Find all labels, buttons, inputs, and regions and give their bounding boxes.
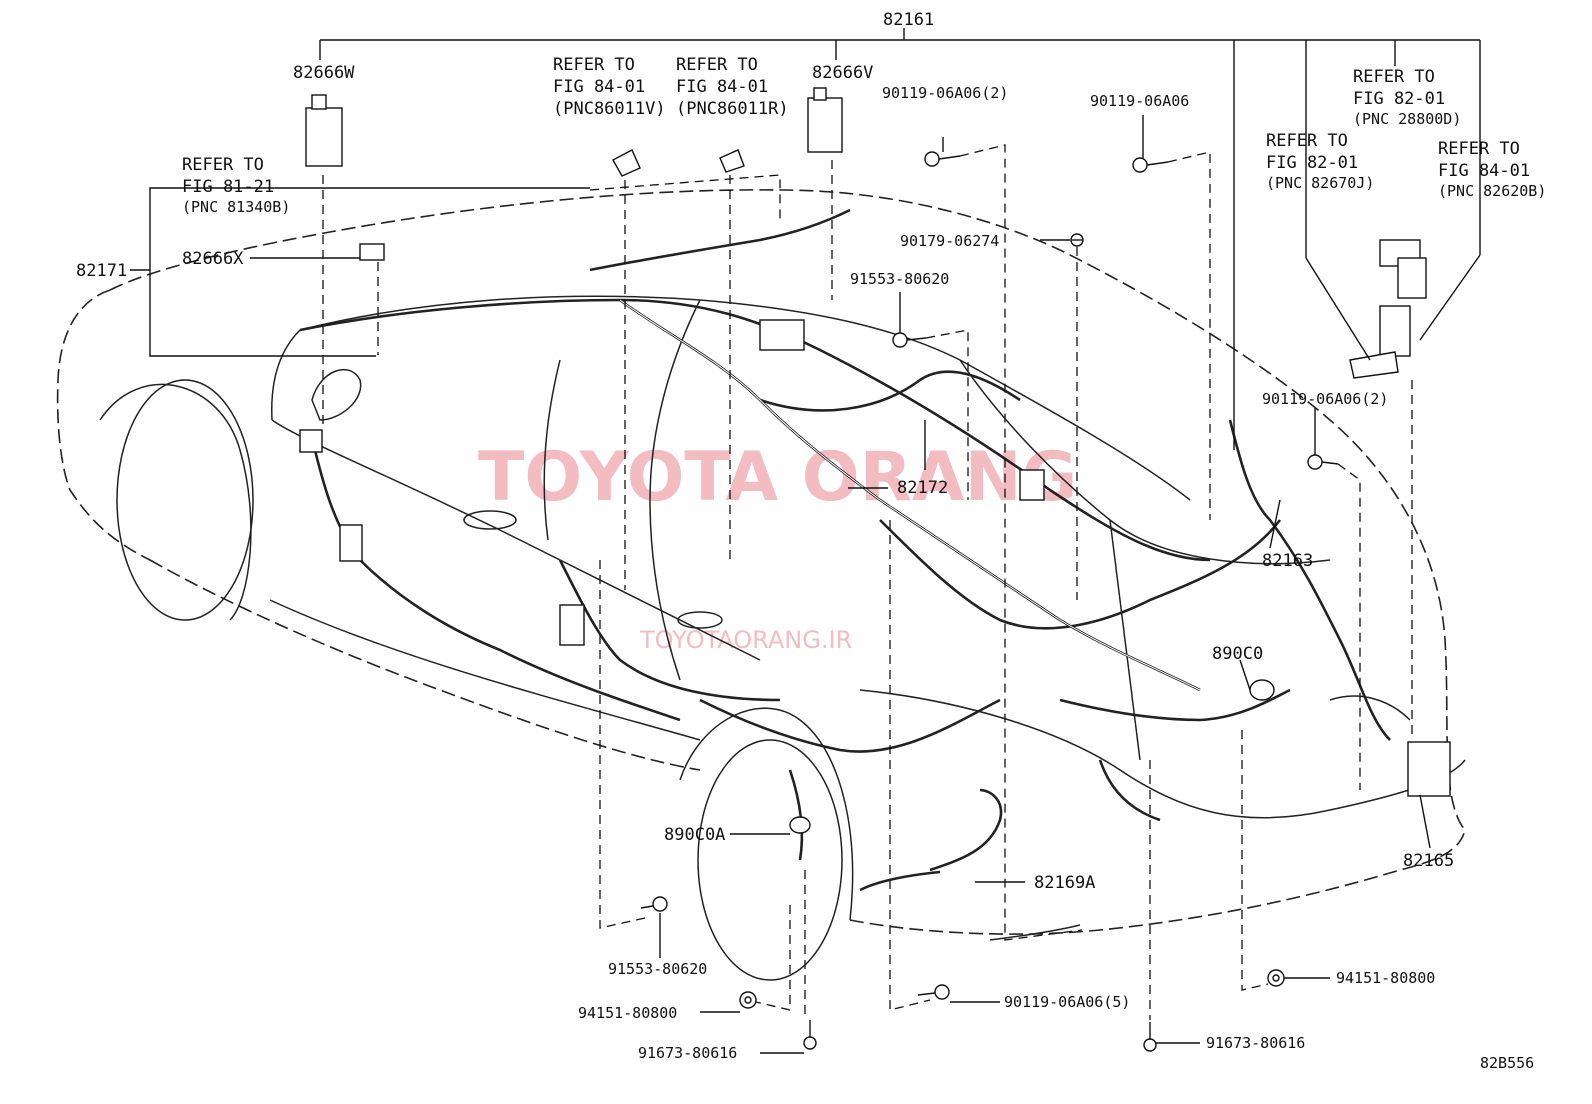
label-90119-06A06-5: 90119-06A06(5) [1004, 993, 1130, 1011]
label-82165: 82165 [1403, 851, 1454, 871]
refer-line: REFER TO [1438, 139, 1520, 159]
watermark-subtitle: TOYOTAORANG.IR [639, 626, 852, 654]
figure-id: 82B556 [1480, 1054, 1534, 1072]
refer-line: REFER TO [182, 155, 264, 175]
part-82666V [807, 97, 843, 153]
part-82172-ecu [1019, 469, 1045, 501]
refer-blocks: REFER TO FIG 81-21 (PNC 81340B) REFER TO… [182, 55, 1546, 216]
refer-line: REFER TO [1353, 67, 1435, 87]
label-82666W: 82666W [293, 63, 355, 83]
parts [299, 87, 1451, 834]
refer-line: FIG 82-01 [1353, 89, 1445, 109]
label-90119-06A06-2-right: 90119-06A06(2) [1262, 390, 1388, 408]
label-90179-06274: 90179-06274 [900, 232, 999, 250]
clip-icon [1070, 233, 1084, 247]
fasteners [640, 151, 1339, 1052]
bolt-icon [917, 984, 950, 1000]
part-86011R [719, 149, 745, 173]
label-890C0A: 890C0A [664, 825, 725, 845]
screw-icon [1143, 1022, 1157, 1052]
label-82666V: 82666V [812, 63, 873, 83]
label-82169A: 82169A [1034, 873, 1095, 893]
label-82172: 82172 [897, 478, 948, 498]
part-82666W [305, 107, 343, 167]
label-90119-06A06-2-top: 90119-06A06(2) [882, 84, 1008, 102]
part-86011V [612, 149, 641, 177]
part-labels: 82161 82666W 82666V 82666X 82171 82172 8… [76, 10, 1534, 1072]
refer-line: FIG 84-01 [676, 77, 768, 97]
car-body-outline [56, 189, 1466, 981]
label-94151-80800-left: 94151-80800 [578, 1004, 677, 1022]
refer-line: REFER TO [676, 55, 758, 75]
refer-line: FIG 84-01 [553, 77, 645, 97]
watermark: TOYOTA ORANG TOYOTAORANG.IR [478, 438, 1077, 654]
refer-line: (PNC86011V) [553, 99, 666, 119]
part-890C0A [789, 816, 811, 834]
refer-line: (PNC 81340B) [182, 198, 290, 216]
part-82666X [359, 243, 385, 261]
locator-lines [322, 144, 1413, 1020]
refer-fig-84-01-b: REFER TO FIG 84-01 (PNC 82620B) [1438, 139, 1546, 200]
label-82163: 82163 [1262, 551, 1313, 571]
nut-icon [1267, 969, 1285, 987]
refer-fig-82-01-d: REFER TO FIG 82-01 (PNC 28800D) [1353, 67, 1461, 128]
screw-icon [803, 1020, 817, 1050]
refer-line: (PNC 28800D) [1353, 110, 1461, 128]
label-90119-06A06: 90119-06A06 [1090, 92, 1189, 110]
label-91553-80620-bottom: 91553-80620 [608, 960, 707, 978]
part-82620B [1379, 305, 1411, 357]
label-890C0: 890C0 [1212, 644, 1263, 664]
part-890C0 [1249, 679, 1275, 701]
bolt-icon [1132, 157, 1169, 173]
refer-line: (PNC 82620B) [1438, 182, 1546, 200]
watermark-title: TOYOTA ORANG [478, 438, 1077, 517]
refer-fig-81-21: REFER TO FIG 81-21 (PNC 81340B) [182, 155, 290, 216]
label-82666X: 82666X [182, 249, 244, 269]
refer-line: REFER TO [1266, 131, 1348, 151]
refer-line: (PNC 82670J) [1266, 174, 1374, 192]
refer-line: FIG 81-21 [182, 177, 274, 197]
label-82171: 82171 [76, 261, 127, 281]
label-82161: 82161 [883, 10, 934, 30]
label-91673-80616-left: 91673-80616 [638, 1044, 737, 1062]
wire-harness [299, 208, 1391, 892]
bolt-icon [892, 332, 927, 348]
bolt-icon [1307, 454, 1339, 470]
bolt-icon [640, 896, 668, 912]
refer-line: REFER TO [553, 55, 635, 75]
refer-line: (PNC86011R) [676, 99, 789, 119]
refer-fig-84-01-r: REFER TO FIG 84-01 (PNC86011R) [676, 55, 789, 119]
label-94151-80800-right: 94151-80800 [1336, 969, 1435, 987]
refer-line: FIG 82-01 [1266, 153, 1358, 173]
refer-line: FIG 84-01 [1438, 161, 1530, 181]
nut-icon [739, 991, 757, 1009]
label-91673-80616-right: 91673-80616 [1206, 1034, 1305, 1052]
refer-fig-82-01-j: REFER TO FIG 82-01 (PNC 82670J) [1266, 131, 1374, 192]
refer-fig-84-01-v: REFER TO FIG 84-01 (PNC86011V) [553, 55, 666, 119]
leader-lines [130, 28, 1481, 1054]
part-82165 [1407, 741, 1451, 797]
label-91553-80620-top: 91553-80620 [850, 270, 949, 288]
bolt-icon [924, 151, 961, 167]
part-82670J [1349, 351, 1399, 379]
